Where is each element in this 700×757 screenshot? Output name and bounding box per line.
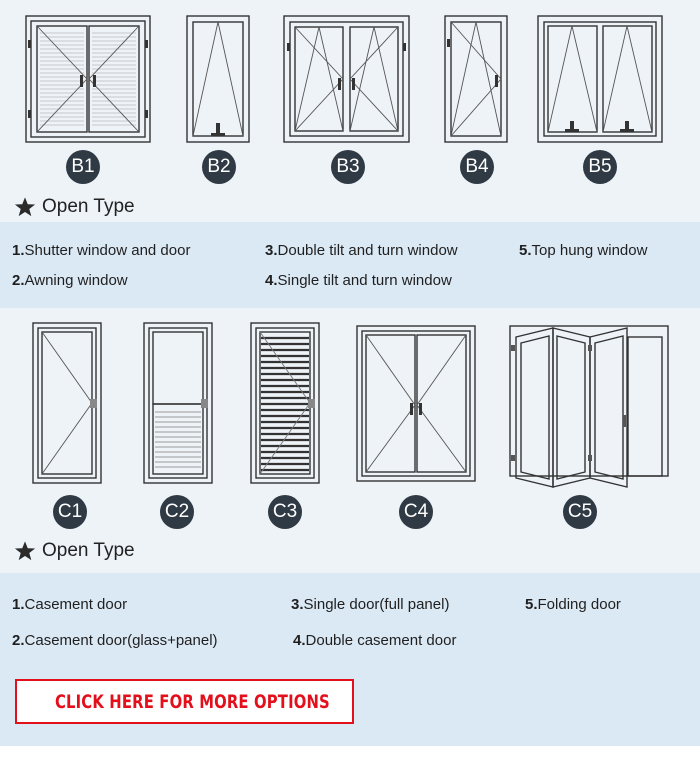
doors-list-band (0, 573, 700, 757)
shutter-window-drawing (25, 15, 151, 143)
windows-open-type-heading: Open Type (14, 196, 135, 218)
window-type-item: 3.Double tilt and turn window (265, 242, 458, 259)
badge-c5: C5 (563, 495, 597, 529)
door-type-item: 3.Single door(full panel) (291, 596, 450, 613)
badge-c2: C2 (160, 495, 194, 529)
casement-door-drawing (32, 322, 102, 484)
window-type-item: 1.Shutter window and door (12, 242, 191, 259)
door-type-item: 2.Casement door(glass+panel) (12, 632, 218, 649)
windows-list-band (0, 222, 700, 308)
window-type-item: 5.Top hung window (519, 242, 648, 259)
badge-b2: B2 (202, 150, 236, 184)
top-hung-window-drawing (537, 15, 663, 143)
full-panel-door-drawing (250, 322, 320, 484)
doors-open-type-heading: Open Type (14, 540, 135, 562)
door-type-item: 5.Folding door (525, 596, 621, 613)
heading-text: Open Type (42, 196, 135, 217)
badge-b4: B4 (460, 150, 494, 184)
glass-panel-door-drawing (143, 322, 213, 484)
heading-text: Open Type (42, 540, 135, 561)
badge-c1: C1 (53, 495, 87, 529)
window-type-item: 4.Single tilt and turn window (265, 272, 452, 289)
single-tilt-turn-window-drawing (444, 15, 508, 143)
door-type-item: 4.Double casement door (293, 632, 457, 649)
door-type-item: 1.Casement door (12, 596, 128, 613)
folding-door-drawing (509, 325, 669, 488)
badge-b5: B5 (583, 150, 617, 184)
star-icon (14, 541, 36, 561)
badge-c4: C4 (399, 495, 433, 529)
more-options-button[interactable]: CLICK HERE FOR MORE OPTIONS (15, 679, 354, 724)
double-casement-door-drawing (356, 325, 476, 482)
star-icon (14, 197, 36, 217)
badge-c3: C3 (268, 495, 302, 529)
window-type-item: 2.Awning window (12, 272, 128, 289)
more-options-label: CLICK HERE FOR MORE OPTIONS (55, 690, 330, 713)
doors-figure-band (0, 308, 700, 573)
bottom-strip (0, 746, 700, 757)
badge-b1: B1 (66, 150, 100, 184)
double-tilt-turn-window-drawing (283, 15, 410, 143)
awning-window-drawing (186, 15, 250, 143)
badge-b3: B3 (331, 150, 365, 184)
